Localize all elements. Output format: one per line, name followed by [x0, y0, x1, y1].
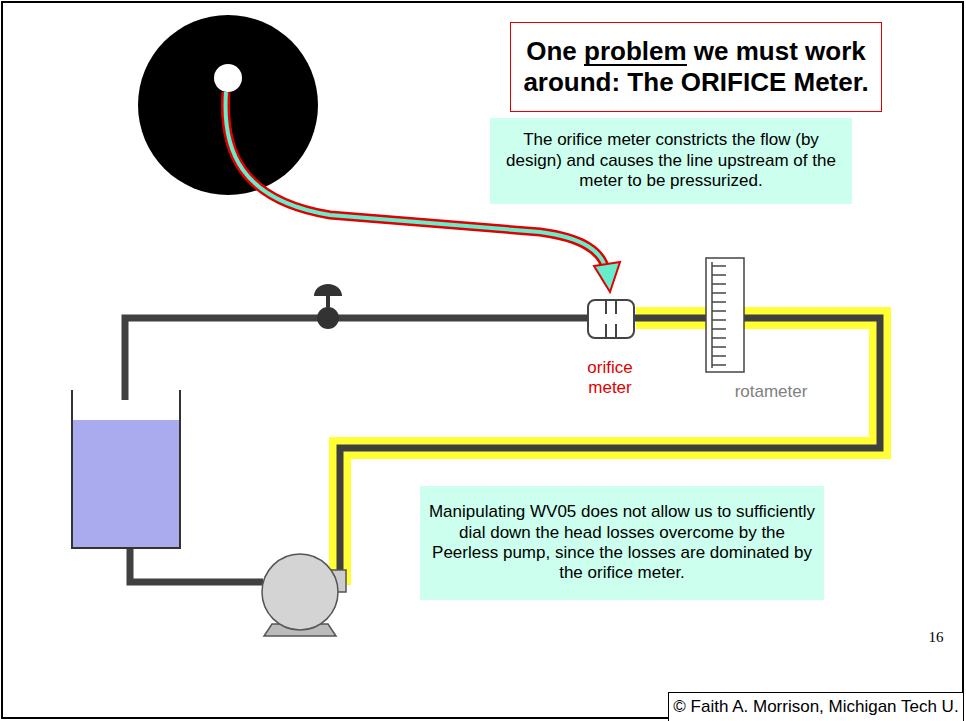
underline	[584, 64, 687, 66]
rotameter-ticks	[712, 262, 726, 368]
valve-handle	[314, 284, 342, 296]
orifice-plate	[605, 324, 607, 338]
rotameter-tick	[712, 292, 726, 294]
orifice-plate	[615, 300, 617, 314]
callout-box: Manipulating WV05 does not allow us to s…	[420, 486, 824, 600]
node-text: Manipulating WV05 does not allow us to s…	[426, 502, 818, 584]
rotameter-tick	[712, 265, 726, 267]
callout-box: The orifice meter constricts the flow (b…	[490, 118, 852, 204]
valve-body	[317, 307, 339, 329]
node-text: One problem we must work around: The ORI…	[519, 36, 873, 98]
copyright-box: © Faith A. Morrison, Michigan Tech U.	[668, 692, 964, 721]
rotameter-tick	[712, 364, 726, 366]
rotameter-symbol	[706, 258, 744, 372]
part-label: rotameter	[716, 382, 826, 402]
rotameter-tick	[712, 283, 726, 285]
part-label: orifice meter	[572, 358, 648, 399]
pipe	[125, 318, 588, 400]
rotameter-tick	[712, 346, 726, 348]
orifice-hole	[214, 64, 242, 92]
pipe	[130, 548, 263, 582]
rotameter-tick	[712, 310, 726, 312]
orifice-plate	[605, 300, 607, 314]
page-number: 16	[918, 628, 954, 646]
tank	[72, 390, 180, 548]
orifice-plate	[615, 324, 617, 338]
rotameter-tick	[712, 274, 726, 276]
node-text: The orifice meter constricts the flow (b…	[496, 130, 846, 191]
rotameter-scale	[711, 262, 713, 368]
pointer-arrowhead	[594, 262, 620, 292]
pump	[262, 554, 338, 630]
rotameter-tick	[712, 319, 726, 321]
tank-water	[72, 420, 180, 548]
rotameter-tick	[712, 355, 726, 357]
orifice-meter-symbol	[588, 300, 634, 338]
rotameter-tick	[712, 301, 726, 303]
rotameter-tick	[712, 328, 726, 330]
node-text: © Faith A. Morrison, Michigan Tech U.	[673, 697, 958, 717]
rotameter-tick	[712, 337, 726, 339]
title-box: One problem we must work around: The ORI…	[510, 22, 882, 112]
